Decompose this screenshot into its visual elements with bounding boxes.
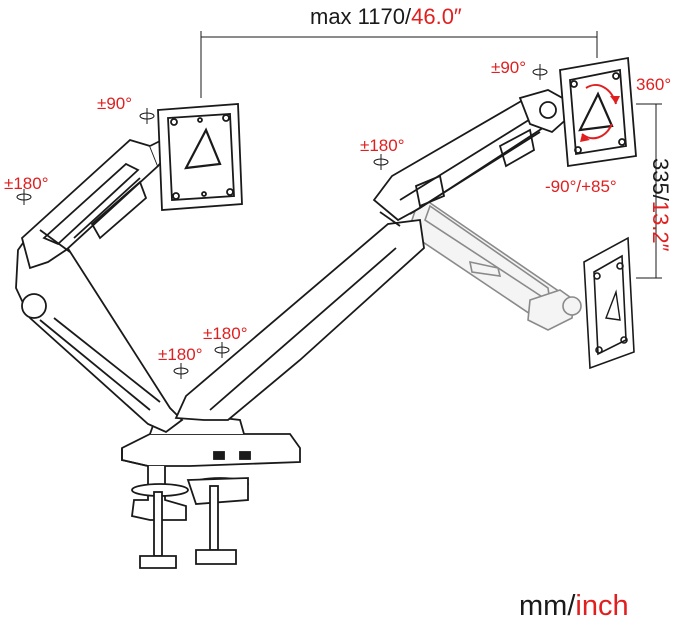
swivel-marker-icons: [16, 64, 548, 379]
unit-imperial: inch: [575, 590, 629, 622]
height-dimension-line: [636, 103, 662, 279]
right-arm: [174, 89, 572, 421]
lowered-arm-ghost: [407, 194, 635, 370]
left-base-swivel-label: ±180°: [158, 345, 203, 364]
desk-clamp: [131, 477, 249, 569]
rotation-label: 360°: [636, 75, 672, 94]
left-arm-swivel-label: ±180°: [4, 174, 49, 193]
height-imperial-value: 13.2″: [648, 200, 673, 252]
rotation-arrow-icon: [580, 84, 620, 142]
tilt-range-label: -90°/+85°: [545, 177, 617, 196]
width-metric-value: max 1170/: [310, 4, 412, 29]
width-imperial-value: 46.0″: [411, 4, 462, 29]
unit-metric: mm/: [519, 590, 576, 622]
width-dimension-label: max 1170/46.0″: [310, 6, 462, 28]
right-vesa-tilt-label: ±90°: [491, 58, 527, 77]
height-metric-value: 335/: [648, 158, 673, 201]
left-vesa-plate: [157, 103, 243, 211]
right-base-swivel-label: ±180°: [203, 324, 248, 343]
left-vesa-tilt-label: ±90°: [97, 94, 133, 113]
width-dimension-line: [200, 31, 598, 98]
right-arm-swivel-label: ±180°: [360, 136, 405, 155]
unit-label: mm/inch: [519, 592, 629, 621]
right-vesa-plate: [559, 56, 637, 168]
height-dimension-label: 335/13.2″: [648, 158, 673, 252]
